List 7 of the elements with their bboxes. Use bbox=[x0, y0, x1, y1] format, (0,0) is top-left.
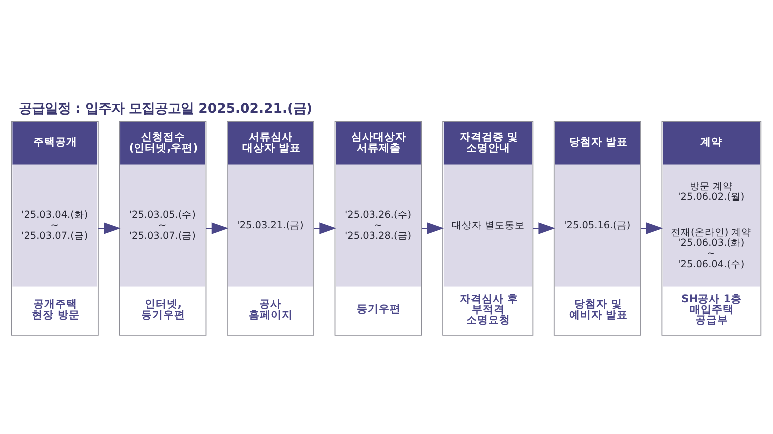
arrow bbox=[640, 222, 664, 234]
arrow bbox=[533, 222, 556, 234]
arrow bbox=[422, 222, 444, 234]
arrow bbox=[314, 222, 336, 234]
arrow bbox=[98, 222, 121, 234]
diagram-title: 공급일정 : 입주자 모집공고일 2025.02.21.(금) bbox=[18, 101, 313, 116]
arrow bbox=[206, 222, 229, 234]
